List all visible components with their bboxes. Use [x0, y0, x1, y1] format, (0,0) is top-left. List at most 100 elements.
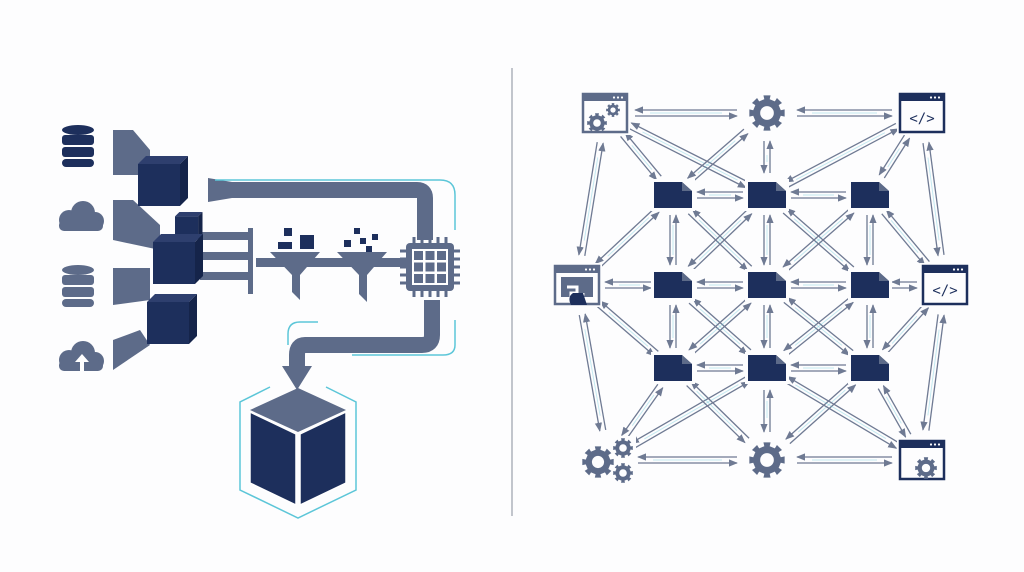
connection-glow	[697, 140, 736, 174]
connection-arrow	[599, 300, 659, 352]
cube-icon	[138, 156, 188, 206]
connection-arrow	[787, 301, 854, 356]
network-nodes: </> </>	[552, 91, 970, 484]
connection-arrow	[687, 213, 749, 272]
connection-arrow	[691, 133, 749, 184]
connection-arrow	[688, 302, 748, 355]
connection-arrow	[691, 208, 753, 267]
connection-glow	[795, 384, 887, 439]
connection-arrow	[599, 211, 660, 269]
connection-glow	[793, 218, 844, 262]
etl-pipeline	[59, 125, 460, 519]
gears-icon	[580, 436, 636, 484]
connection-arrow	[786, 297, 854, 352]
document-icon	[745, 179, 789, 211]
connection-glow	[583, 157, 599, 241]
connection-glow	[607, 217, 650, 257]
window-gears-icon	[580, 91, 630, 135]
connection-arrow	[626, 386, 664, 440]
connection-arrow	[883, 137, 911, 179]
window-hand-icon	[552, 263, 602, 307]
connection-arrow	[786, 376, 900, 444]
connection-arrow	[624, 131, 662, 177]
connection-arrow	[578, 314, 602, 432]
connection-glow	[698, 219, 742, 261]
connection-glow	[794, 307, 843, 346]
connection-glow	[793, 218, 844, 262]
connection-glow	[927, 157, 940, 241]
cloud-icon	[59, 201, 104, 231]
database-icon	[62, 265, 94, 307]
connection-arrow	[784, 381, 898, 449]
feedback-pipe	[230, 182, 433, 240]
connection-arrow	[783, 297, 850, 352]
connection-glow	[699, 308, 741, 345]
connection-arrow	[786, 207, 855, 268]
connection-arrow	[633, 381, 751, 450]
connection-arrow	[878, 134, 906, 176]
connection-glow	[794, 307, 843, 346]
window-gear-icon	[897, 438, 947, 482]
arrow-head	[282, 366, 312, 390]
document-icon	[651, 352, 695, 384]
connection-arrow	[692, 302, 752, 355]
document-icon	[651, 269, 695, 301]
connection-arrow	[690, 380, 750, 439]
connection-arrow	[886, 307, 930, 355]
connection-arrow	[881, 213, 926, 267]
connection-glow	[644, 384, 739, 440]
connection-arrow	[882, 384, 912, 435]
connection-arrow	[595, 305, 656, 357]
connection-glow	[927, 329, 940, 416]
connection-arrow	[583, 313, 607, 431]
data-blocks	[278, 228, 378, 252]
document-icon	[848, 269, 892, 301]
connection-arrow	[922, 143, 941, 257]
connection-arrow	[628, 127, 747, 189]
code-window-icon: </>	[897, 91, 947, 135]
connection-glow	[631, 145, 653, 170]
connection-glow	[885, 396, 902, 424]
connection-arrow	[621, 383, 659, 437]
connection-glow	[890, 220, 919, 254]
connection-glow	[795, 132, 886, 181]
document-icon	[745, 269, 789, 301]
connection-arrow	[630, 122, 750, 183]
connection-glow	[631, 394, 655, 426]
connection-arrow	[881, 303, 925, 351]
connection-arrow	[692, 298, 752, 351]
connection-arrow	[786, 212, 855, 272]
cube-icon	[147, 294, 197, 344]
connection-glow	[698, 219, 742, 261]
connection-arrow	[629, 375, 747, 444]
connection-arrow	[920, 314, 939, 431]
document-icon	[651, 179, 695, 211]
cloud-upload-icon	[59, 341, 104, 371]
connection-arrow	[928, 314, 947, 431]
connection-glow	[584, 329, 601, 416]
source-pipes	[113, 130, 253, 370]
output-cube	[239, 386, 357, 519]
document-icon	[848, 352, 892, 384]
code-window-icon: </>	[920, 263, 970, 307]
filter-funnel-icon	[270, 252, 320, 300]
connection-arrow	[783, 301, 851, 356]
connection-arrow	[787, 128, 900, 188]
connection-glow	[797, 389, 846, 433]
cube-icon	[153, 234, 203, 284]
connection-arrow	[584, 142, 606, 256]
connection-arrow	[688, 298, 748, 351]
arrow-head	[208, 178, 232, 202]
connection-arrow	[620, 136, 658, 181]
connection-glow	[696, 390, 738, 431]
connection-arrow	[789, 384, 857, 445]
connection-arrow	[594, 207, 656, 265]
connection-glow	[642, 131, 738, 181]
connection-arrow	[877, 388, 907, 438]
connection-glow	[699, 308, 741, 345]
connection-glow	[891, 315, 918, 344]
connection-arrow	[784, 122, 897, 183]
document-icon	[848, 179, 892, 211]
output-pipe	[289, 300, 440, 368]
